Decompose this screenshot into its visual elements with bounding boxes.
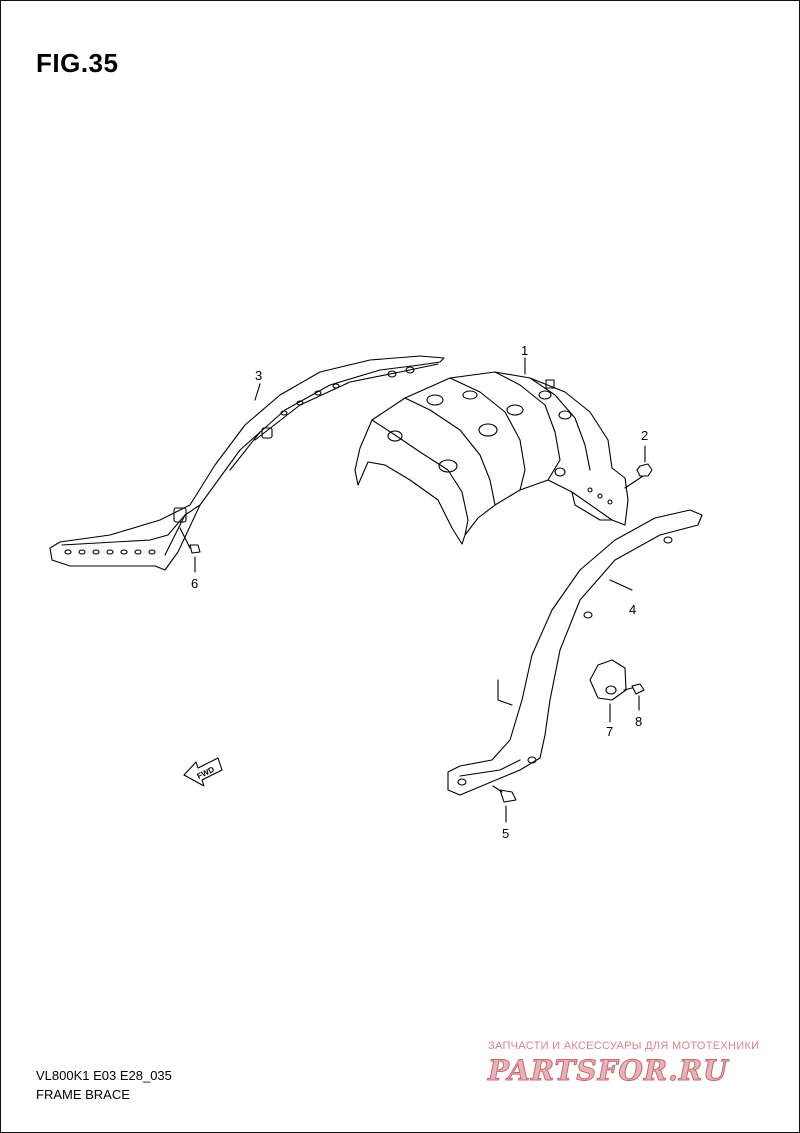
callout-5: 5	[502, 826, 509, 841]
part-2-nut	[636, 445, 653, 477]
callout-4: 4	[629, 602, 636, 617]
part-3-left-brace	[49, 355, 445, 571]
watermark-tagline: ЗАПЧАСТИ И АКСЕССУАРЫ ДЛЯ МОТОТЕХНИКИ	[488, 1040, 760, 1052]
leader-3	[254, 383, 261, 401]
fwd-arrow-icon	[183, 757, 223, 787]
callout-1: 1	[521, 343, 528, 358]
part-7-clamp	[589, 659, 627, 723]
part-8-screw	[623, 683, 645, 711]
part-5-bolt	[492, 785, 517, 823]
callout-8: 8	[635, 714, 642, 729]
part-6-bolt	[179, 527, 201, 573]
part-1-rear-bracket	[354, 371, 644, 545]
watermark: ЗАПЧАСТИ И АКСЕССУАРЫ ДЛЯ МОТОТЕХНИКИ PA…	[488, 1040, 788, 1088]
callout-6: 6	[191, 576, 198, 591]
part-4-right-brace	[447, 509, 703, 796]
callout-3: 3	[255, 368, 262, 383]
footer-block: VL800K1 E03 E28_035 FRAME BRACE	[36, 1066, 172, 1104]
figure-caption: FRAME BRACE	[36, 1087, 130, 1102]
watermark-brand-logo: PARTSFOR.RU	[488, 1054, 729, 1088]
model-code: VL800K1 E03 E28_035	[36, 1068, 172, 1083]
callout-2: 2	[641, 428, 648, 443]
callout-7: 7	[606, 724, 613, 739]
figure-title: FIG.35	[36, 48, 119, 78]
